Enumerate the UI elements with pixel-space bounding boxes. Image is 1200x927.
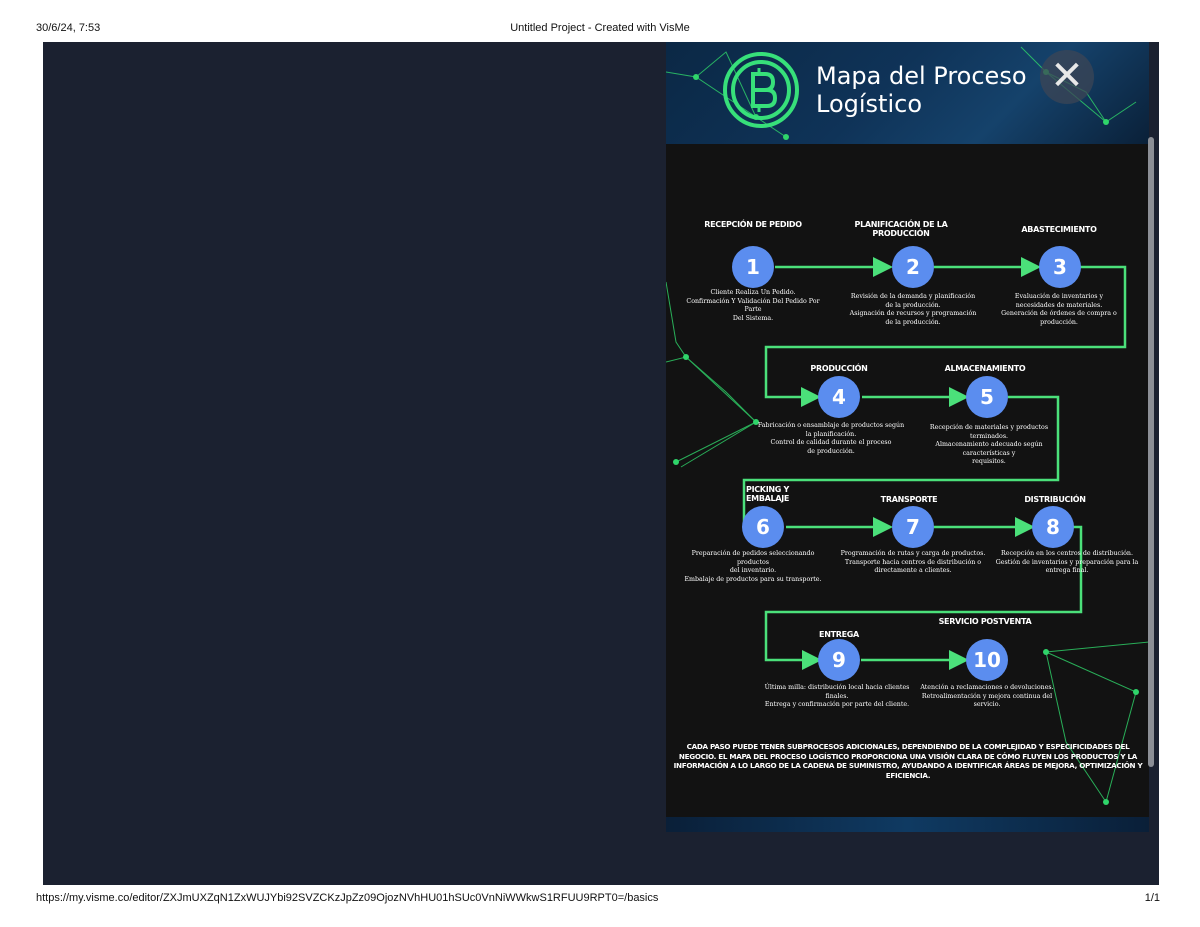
- step-9-circle[interactable]: 9: [818, 639, 860, 681]
- step-7-title: TRANSPORTE: [880, 495, 938, 504]
- presentation-viewer: Mapa del Proceso Logístico RECEPCIÓN DE …: [43, 42, 1159, 885]
- process-summary-text: CADA PASO PUEDE TENER SUBPROCESOS ADICIO…: [673, 742, 1143, 780]
- step-8-title: DISTRIBUCIÓN: [1024, 495, 1086, 504]
- step-1-description: Cliente Realiza Un Pedido. Confirmación …: [686, 289, 820, 322]
- step-10-circle[interactable]: 10: [966, 639, 1008, 681]
- bitcoin-logo-icon: [723, 52, 799, 128]
- close-icon[interactable]: ✕: [1040, 50, 1094, 104]
- step-7-description: Programación de rutas y carga de product…: [840, 550, 986, 574]
- step-1-title: RECEPCIÓN DE PEDIDO: [704, 220, 802, 229]
- infographic-poster[interactable]: Mapa del Proceso Logístico RECEPCIÓN DE …: [666, 42, 1149, 832]
- step-5-circle[interactable]: 5: [966, 376, 1008, 418]
- step-2-circle[interactable]: 2: [892, 246, 934, 288]
- step-5-description: Recepción de materiales y productos term…: [929, 424, 1049, 465]
- step-5-title: ALMACENAMIENTO: [944, 364, 1026, 373]
- print-header: 30/6/24, 7:53 Untitled Project - Created…: [0, 22, 1200, 38]
- step-9-title: ENTREGA: [819, 630, 859, 639]
- step-3-description: Evaluación de inventarios y necesidades …: [1001, 293, 1117, 326]
- step-3-circle[interactable]: 3: [1039, 246, 1081, 288]
- poster-title: Mapa del Proceso Logístico: [816, 62, 1027, 118]
- print-url: https://my.visme.co/editor/ZXJmUXZqN1ZxW…: [36, 892, 659, 904]
- print-title: Untitled Project - Created with VisMe: [510, 22, 690, 34]
- step-6-title: PICKING Y EMBALAJE: [746, 485, 790, 503]
- step-4-circle[interactable]: 4: [818, 376, 860, 418]
- step-10-title: SERVICIO POSTVENTA: [938, 617, 1032, 626]
- poster-footer-background: [666, 817, 1149, 832]
- print-footer: https://my.visme.co/editor/ZXJmUXZqN1ZxW…: [0, 892, 1200, 908]
- step-6-description: Preparación de pedidos seleccionando pro…: [684, 550, 822, 583]
- step-4-description: Fabricación o ensamblaje de productos se…: [757, 422, 905, 455]
- step-1-circle[interactable]: 1: [732, 246, 774, 288]
- step-7-circle[interactable]: 7: [892, 506, 934, 548]
- step-8-description: Recepción en los centros de distribución…: [995, 550, 1139, 574]
- step-9-description: Última milla: distribución local hacia c…: [764, 684, 910, 708]
- process-flow-connectors: [742, 257, 1127, 670]
- vertical-scrollbar[interactable]: [1148, 137, 1154, 767]
- step-2-title: PLANIFICACIÓN DE LA PRODUCCIÓN: [854, 220, 948, 238]
- step-2-description: Revisión de la demanda y planificación d…: [849, 293, 977, 326]
- step-8-circle[interactable]: 8: [1032, 506, 1074, 548]
- print-page-number: 1/1: [1144, 892, 1160, 904]
- step-10-description: Atención a reclamaciones o devoluciones.…: [920, 684, 1054, 708]
- step-6-circle[interactable]: 6: [742, 506, 784, 548]
- step-3-title: ABASTECIMIENTO: [1021, 225, 1097, 234]
- step-4-title: PRODUCCIÓN: [810, 364, 868, 373]
- print-date: 30/6/24, 7:53: [36, 22, 101, 34]
